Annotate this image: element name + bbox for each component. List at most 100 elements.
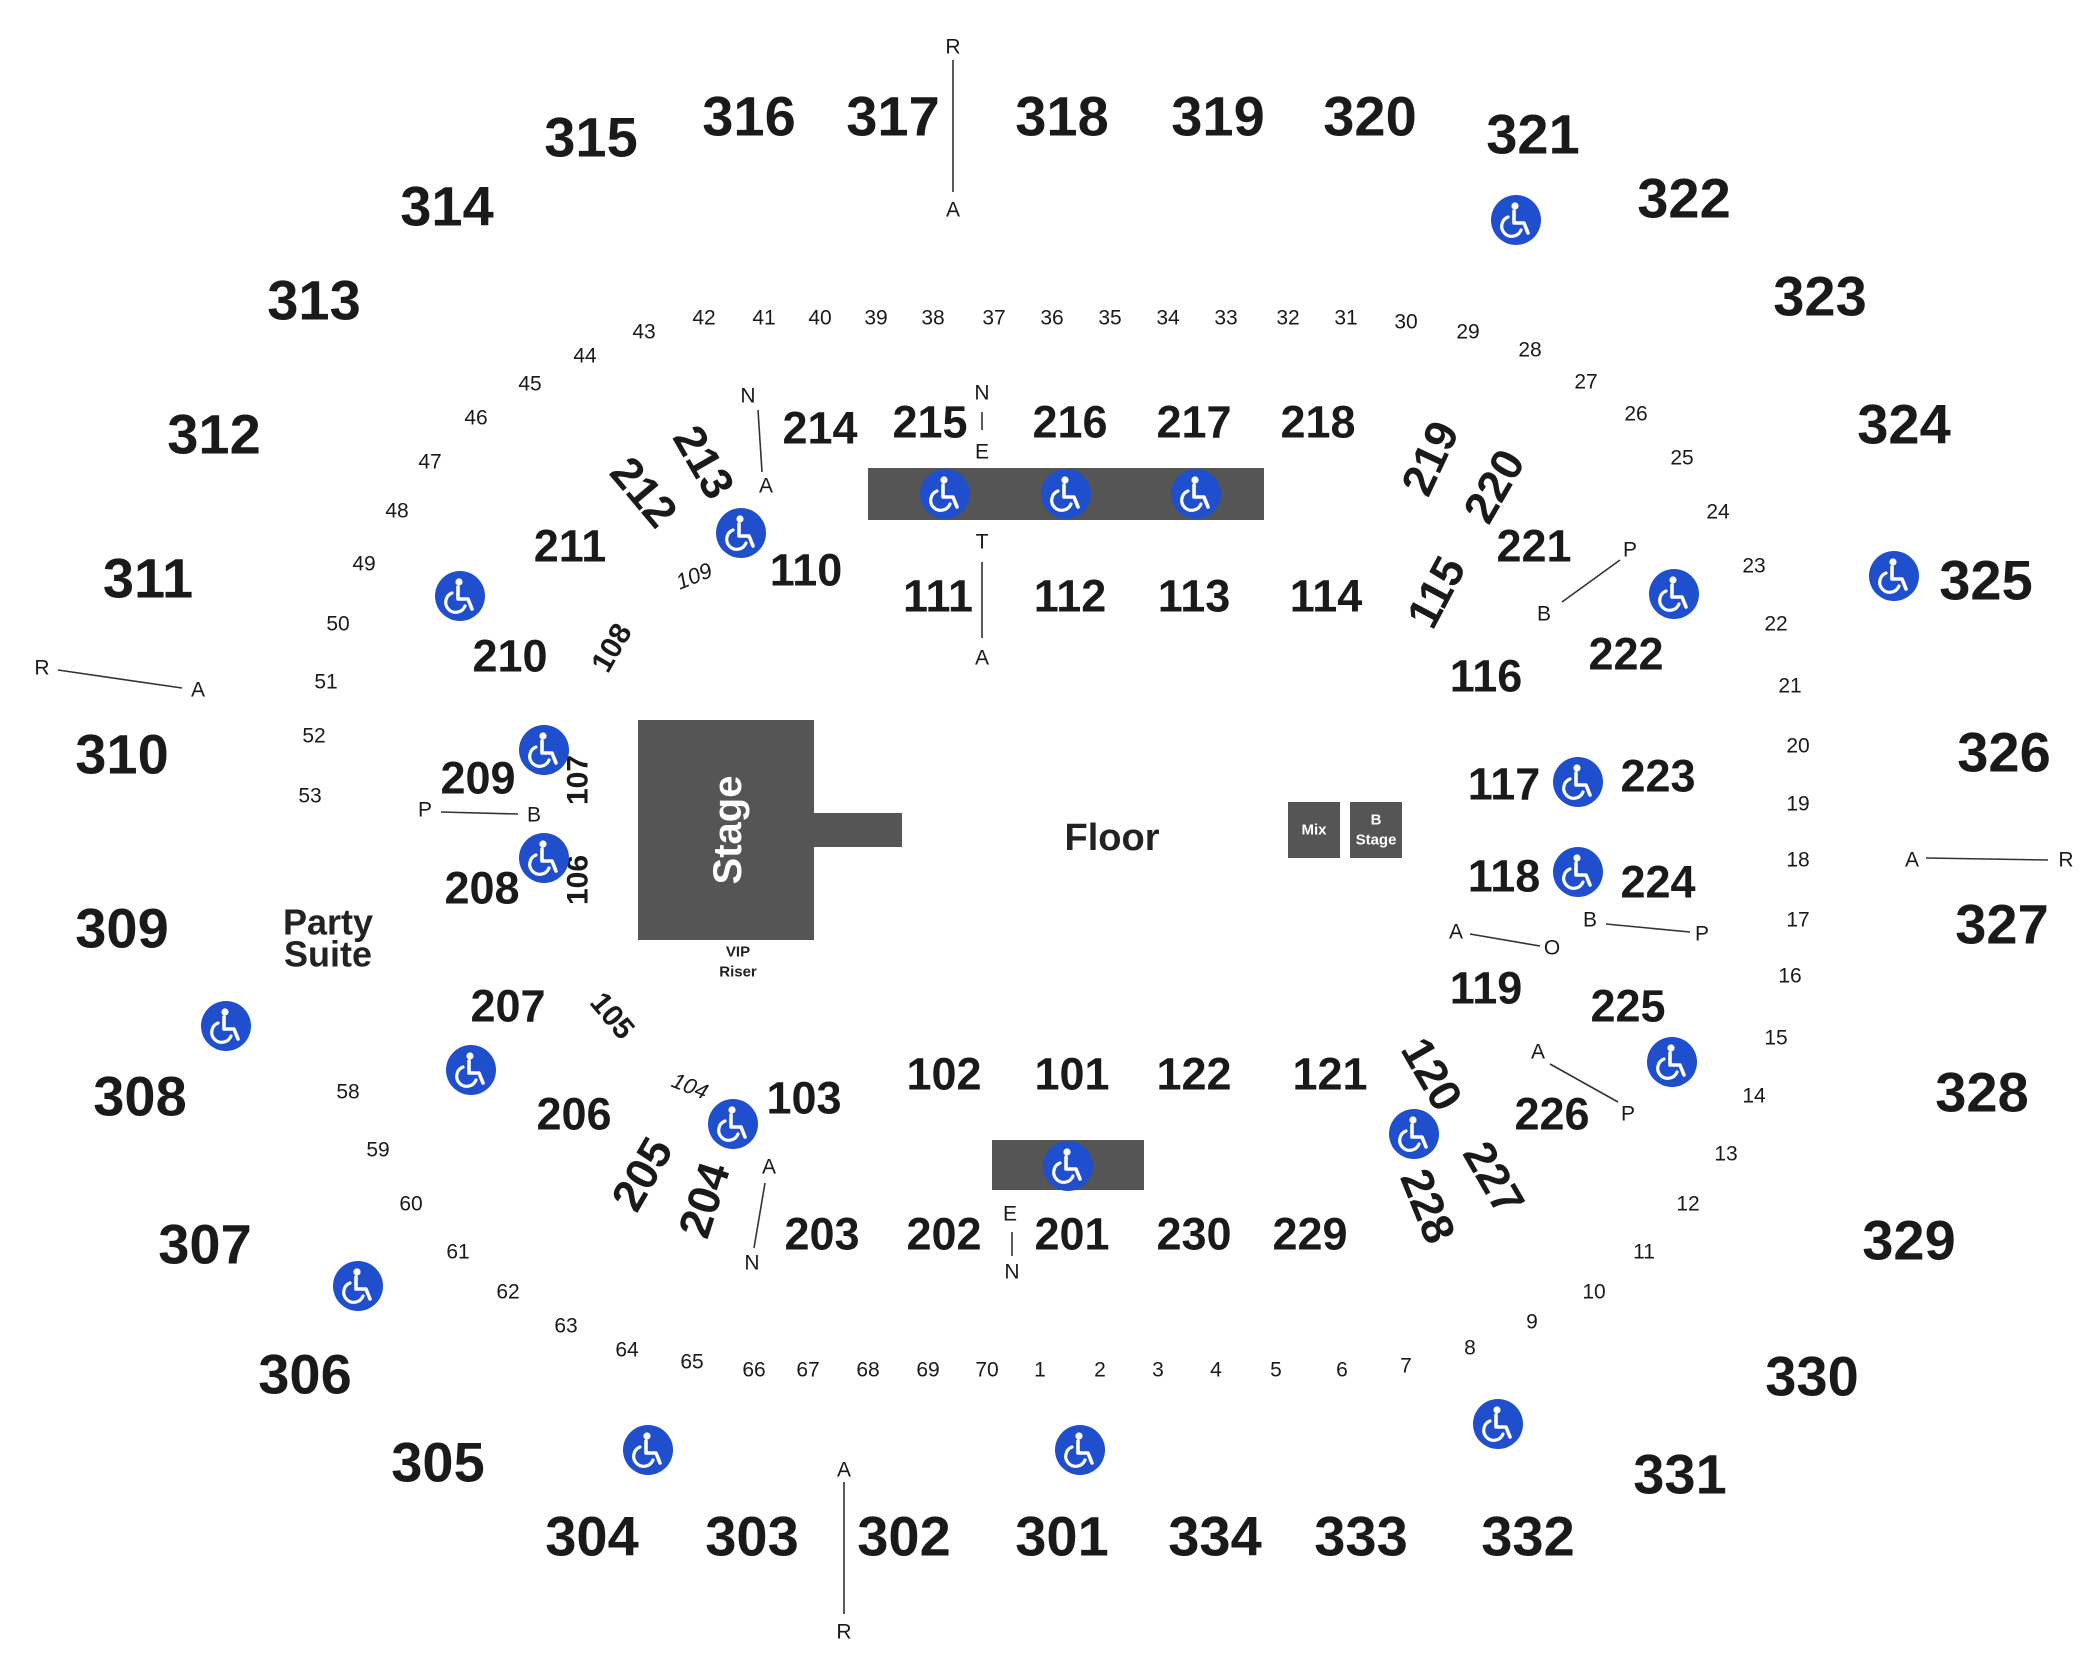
suite-19[interactable]: 19 <box>1786 793 1809 816</box>
section-323[interactable]: 323 <box>1773 265 1866 328</box>
wheelchair-icon[interactable] <box>1169 467 1223 521</box>
section-310[interactable]: 310 <box>75 723 168 786</box>
section-101[interactable]: 101 <box>1034 1049 1109 1100</box>
section-224[interactable]: 224 <box>1620 857 1695 908</box>
section-112[interactable]: 112 <box>1034 571 1107 622</box>
section-314[interactable]: 314 <box>400 175 493 238</box>
section-219[interactable]: 219 <box>1391 413 1469 503</box>
section-103[interactable]: 103 <box>766 1073 841 1124</box>
suite-20[interactable]: 20 <box>1786 735 1809 758</box>
section-108[interactable]: 108 <box>585 618 639 678</box>
suite-63[interactable]: 63 <box>554 1315 577 1338</box>
section-218[interactable]: 218 <box>1280 397 1355 448</box>
suite-9[interactable]: 9 <box>1526 1311 1538 1334</box>
section-325[interactable]: 325 <box>1939 549 2032 612</box>
suite-23[interactable]: 23 <box>1742 555 1765 578</box>
wheelchair-icon[interactable] <box>1387 1107 1441 1161</box>
section-214[interactable]: 214 <box>782 403 857 454</box>
section-121[interactable]: 121 <box>1292 1049 1367 1100</box>
suite-12[interactable]: 12 <box>1676 1193 1699 1216</box>
suite-32[interactable]: 32 <box>1276 307 1299 330</box>
suite-13[interactable]: 13 <box>1714 1143 1737 1166</box>
section-221[interactable]: 221 <box>1496 521 1571 572</box>
suite-49[interactable]: 49 <box>352 553 375 576</box>
floor-label[interactable]: Floor <box>1065 817 1160 859</box>
wheelchair-icon[interactable] <box>706 1097 760 1151</box>
suite-25[interactable]: 25 <box>1670 447 1693 470</box>
section-321[interactable]: 321 <box>1486 103 1579 166</box>
section-215[interactable]: 215 <box>892 397 967 448</box>
suite-18[interactable]: 18 <box>1786 849 1809 872</box>
section-227[interactable]: 227 <box>1453 1133 1535 1224</box>
suite-65[interactable]: 65 <box>680 1351 703 1374</box>
section-309[interactable]: 309 <box>75 897 168 960</box>
section-104[interactable]: 104 <box>668 1068 711 1105</box>
suite-16[interactable]: 16 <box>1778 965 1801 988</box>
suite-67[interactable]: 67 <box>796 1359 819 1382</box>
section-222[interactable]: 222 <box>1588 629 1663 680</box>
section-209[interactable]: 209 <box>440 753 515 804</box>
suite-24[interactable]: 24 <box>1706 501 1730 524</box>
wheelchair-icon[interactable] <box>433 569 487 623</box>
section-107[interactable]: 107 <box>562 755 595 805</box>
suite-51[interactable]: 51 <box>314 671 337 694</box>
wheelchair-icon[interactable] <box>1551 755 1605 809</box>
suite-53[interactable]: 53 <box>298 785 321 808</box>
section-201[interactable]: 201 <box>1034 1209 1109 1260</box>
section-333[interactable]: 333 <box>1314 1505 1407 1568</box>
section-330[interactable]: 330 <box>1765 1345 1858 1408</box>
section-216[interactable]: 216 <box>1032 397 1107 448</box>
suite-11[interactable]: 11 <box>1633 1241 1655 1264</box>
section-312[interactable]: 312 <box>167 403 260 466</box>
section-324[interactable]: 324 <box>1857 393 1950 456</box>
suite-2[interactable]: 2 <box>1094 1359 1106 1382</box>
suite-7[interactable]: 7 <box>1400 1355 1412 1378</box>
suite-40[interactable]: 40 <box>808 307 831 330</box>
suite-22[interactable]: 22 <box>1764 613 1787 636</box>
wheelchair-icon[interactable] <box>1645 1035 1699 1089</box>
suite-58[interactable]: 58 <box>336 1081 359 1104</box>
suite-42[interactable]: 42 <box>692 307 715 330</box>
section-322[interactable]: 322 <box>1637 167 1730 230</box>
section-113[interactable]: 113 <box>1158 571 1231 622</box>
section-332[interactable]: 332 <box>1481 1505 1574 1568</box>
section-217[interactable]: 217 <box>1156 397 1231 448</box>
section-303[interactable]: 303 <box>705 1505 798 1568</box>
suite-47[interactable]: 47 <box>418 451 441 474</box>
section-315[interactable]: 315 <box>544 106 637 169</box>
wheelchair-icon[interactable] <box>1053 1423 1107 1477</box>
suite-5[interactable]: 5 <box>1270 1359 1282 1382</box>
section-306[interactable]: 306 <box>258 1343 351 1406</box>
suite-52[interactable]: 52 <box>302 725 325 748</box>
section-117[interactable]: 117 <box>1468 759 1541 810</box>
section-116[interactable]: 116 <box>1450 651 1523 702</box>
wheelchair-icon[interactable] <box>517 723 571 777</box>
suite-6[interactable]: 6 <box>1336 1359 1348 1382</box>
section-305[interactable]: 305 <box>391 1431 484 1494</box>
section-313[interactable]: 313 <box>267 269 360 332</box>
wheelchair-icon[interactable] <box>1867 549 1921 603</box>
wheelchair-icon[interactable] <box>444 1043 498 1097</box>
suite-36[interactable]: 36 <box>1040 307 1063 330</box>
section-320[interactable]: 320 <box>1323 85 1416 148</box>
suite-66[interactable]: 66 <box>742 1359 765 1382</box>
wheelchair-icon[interactable] <box>331 1259 385 1313</box>
suite-29[interactable]: 29 <box>1456 321 1479 344</box>
section-203[interactable]: 203 <box>784 1209 859 1260</box>
section-301[interactable]: 301 <box>1015 1505 1108 1568</box>
section-319[interactable]: 319 <box>1171 85 1264 148</box>
section-304[interactable]: 304 <box>545 1505 638 1568</box>
section-102[interactable]: 102 <box>906 1049 981 1100</box>
suite-34[interactable]: 34 <box>1156 307 1180 330</box>
suite-30[interactable]: 30 <box>1394 311 1417 334</box>
section-115[interactable]: 115 <box>1396 548 1475 636</box>
section-329[interactable]: 329 <box>1862 1209 1955 1272</box>
suite-61[interactable]: 61 <box>446 1241 469 1264</box>
section-120[interactable]: 120 <box>1391 1029 1473 1120</box>
section-210[interactable]: 210 <box>472 631 547 682</box>
wheelchair-icon[interactable] <box>517 831 571 885</box>
suite-31[interactable]: 31 <box>1334 307 1357 330</box>
section-327[interactable]: 327 <box>1955 893 2048 956</box>
suite-27[interactable]: 27 <box>1574 371 1597 394</box>
suite-41[interactable]: 41 <box>752 307 775 330</box>
